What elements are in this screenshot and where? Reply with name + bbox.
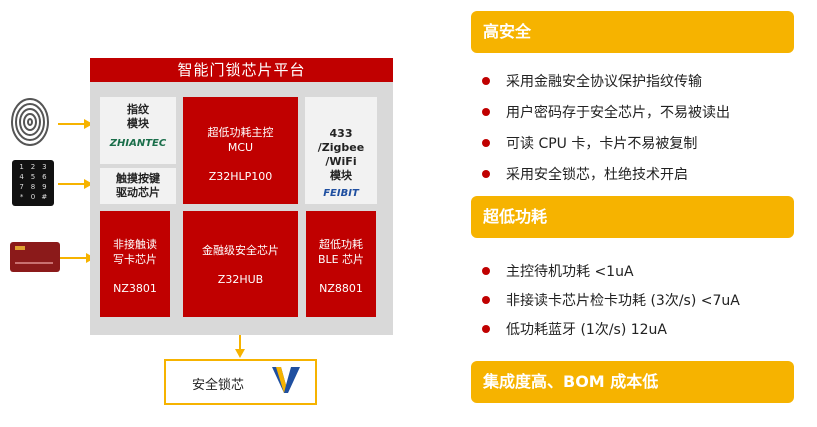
- arrow-right-icon: [58, 179, 93, 189]
- mcu-label: 超低功耗主控: [207, 126, 274, 139]
- wireless-module-box: 433 /Zigbee /WiFi 模块 FEIBIT: [305, 97, 377, 204]
- list-item: 可读 CPU 卡，卡片不易被复制: [482, 134, 802, 154]
- keypad-key: #: [41, 193, 48, 201]
- bullet-dot-icon: [482, 108, 490, 116]
- section-header-low-power: 超低功耗: [471, 196, 794, 238]
- keypad-key: 4: [19, 173, 24, 181]
- keypad-key: 2: [30, 163, 36, 171]
- section-header-integration: 集成度高、BOM 成本低: [471, 361, 794, 403]
- mcu-label: MCU: [227, 141, 254, 154]
- keypad-key: 3: [42, 163, 47, 171]
- low-power-bullets: 主控待机功耗 <1uA 非接读卡芯片检卡功耗 (3次/s) <7uA 低功耗蓝牙…: [482, 262, 802, 340]
- bullet-dot-icon: [482, 325, 490, 333]
- card-icon: [10, 242, 60, 272]
- list-item: 用户密码存于安全芯片，不易被读出: [482, 103, 802, 123]
- fingerprint-icon: [11, 98, 49, 146]
- list-item: 采用金融安全协议保护指纹传输: [482, 72, 802, 92]
- feibit-logo: FEIBIT: [323, 188, 359, 199]
- bullet-dot-icon: [482, 77, 490, 85]
- wireless-label: /WiFi: [325, 155, 357, 168]
- list-item: 非接读卡芯片检卡功耗 (3次/s) <7uA: [482, 291, 802, 311]
- bullet-dot-icon: [482, 267, 490, 275]
- keypad-key: 5: [30, 173, 36, 181]
- list-item: 主控待机功耗 <1uA: [482, 262, 802, 282]
- bullet-text: 低功耗蓝牙 (1次/s) 12uA: [506, 322, 668, 338]
- ble-part-number: NZ8801: [319, 282, 363, 295]
- contactless-label: 非接触读: [113, 238, 157, 251]
- section-header-security: 高安全: [471, 11, 794, 53]
- security-bullets: 采用金融安全协议保护指纹传输 用户密码存于安全芯片，不易被读出 可读 CPU 卡…: [482, 72, 802, 185]
- touch-driver-box: 触摸按键 驱动芯片: [100, 168, 176, 204]
- keypad-key: 8: [30, 183, 36, 191]
- lock-core-label: 安全锁芯: [192, 378, 245, 393]
- bullet-dot-icon: [482, 296, 490, 304]
- bullet-dot-icon: [482, 170, 490, 178]
- lock-core-logo-icon: [272, 367, 300, 393]
- section-title: 集成度高、BOM 成本低: [483, 372, 659, 391]
- bullet-text: 用户密码存于安全芯片，不易被读出: [506, 105, 730, 121]
- bullet-dot-icon: [482, 139, 490, 147]
- keypad-key: 6: [42, 173, 47, 181]
- zhiantec-logo: ZHIANTEC: [109, 138, 167, 149]
- contactless-reader-box: 非接触读 写卡芯片 NZ3801: [100, 211, 170, 317]
- bullet-text: 采用金融安全协议保护指纹传输: [506, 74, 702, 90]
- list-item: 采用安全锁芯，杜绝技术开启: [482, 165, 802, 185]
- touch-driver-label: 驱动芯片: [116, 186, 160, 199]
- wireless-label: /Zigbee: [317, 141, 365, 154]
- security-chip-label: 金融级安全芯片: [202, 244, 279, 257]
- keypad-key: 9: [42, 183, 47, 191]
- contactless-label: 写卡芯片: [113, 253, 157, 266]
- list-item: 低功耗蓝牙 (1次/s) 12uA: [482, 320, 802, 340]
- security-chip-part-number: Z32HUB: [217, 273, 264, 286]
- ble-label: 超低功耗: [319, 238, 363, 251]
- keypad-key: 0: [30, 193, 36, 201]
- wireless-label: 433: [329, 127, 353, 140]
- touch-driver-label: 触摸按键: [116, 172, 160, 185]
- bullet-text: 主控待机功耗 <1uA: [506, 264, 634, 280]
- fingerprint-module-box: 指纹 模块 ZHIANTEC: [100, 97, 176, 164]
- keypad-key: 7: [19, 183, 24, 191]
- fingerprint-module-label: 模块: [127, 117, 149, 130]
- arrow-right-icon: [58, 119, 93, 129]
- mcu-part-number: Z32HLP100: [208, 170, 273, 183]
- platform-title: 智能门锁芯片平台: [90, 58, 393, 82]
- ble-label: BLE 芯片: [317, 253, 365, 266]
- arrow-down-icon: [235, 335, 245, 358]
- fingerprint-module-label: 指纹: [127, 103, 149, 116]
- ble-chip-box: 超低功耗 BLE 芯片 NZ8801: [306, 211, 376, 317]
- contactless-part-number: NZ3801: [113, 282, 157, 295]
- keypad-key: *: [19, 193, 24, 201]
- keypad-key: 1: [19, 163, 24, 171]
- bullet-text: 可读 CPU 卡，卡片不易被复制: [506, 136, 698, 152]
- bullet-text: 非接读卡芯片检卡功耗 (3次/s) <7uA: [506, 293, 740, 309]
- mcu-box: 超低功耗主控 MCU Z32HLP100: [183, 97, 298, 204]
- wireless-label: 模块: [330, 169, 352, 182]
- section-title: 高安全: [483, 22, 532, 41]
- bullet-text: 采用安全锁芯，杜绝技术开启: [506, 167, 688, 183]
- security-chip-box: 金融级安全芯片 Z32HUB: [183, 211, 298, 317]
- section-title: 超低功耗: [483, 207, 548, 226]
